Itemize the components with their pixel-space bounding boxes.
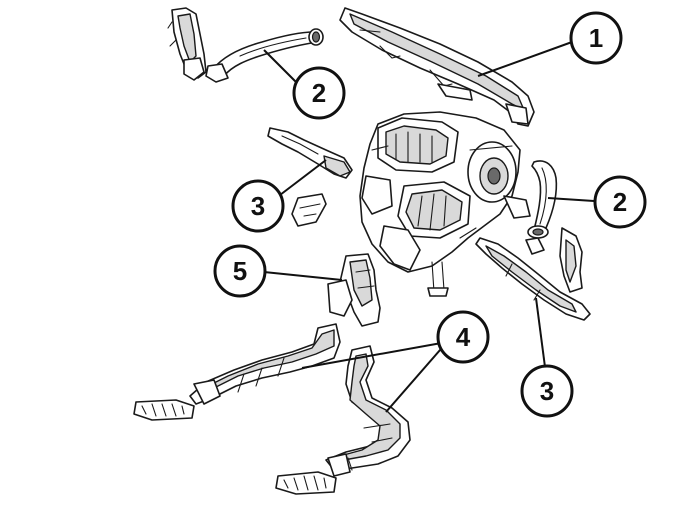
callout-1: 1 [569, 11, 623, 65]
callout-1-label: 1 [589, 23, 603, 53]
floor-outlet-center [275, 471, 337, 495]
callout-2-left: 2 [292, 66, 346, 120]
rear-floor-duct-right [475, 237, 591, 321]
small-duct-left [267, 127, 353, 227]
callout-5-label: 5 [233, 256, 247, 286]
callout-5: 5 [213, 244, 267, 298]
callout-3-left-label: 3 [251, 191, 265, 221]
defroster-duct [339, 7, 535, 127]
callout-3-right-label: 3 [540, 376, 554, 406]
callout-2-right: 2 [593, 175, 647, 229]
hvac-main-unit [359, 111, 531, 297]
callout-4: 4 [436, 310, 490, 364]
callout-2-right-label: 2 [613, 187, 627, 217]
callout-3-right: 3 [520, 364, 574, 418]
air-hose-left [205, 28, 324, 83]
floor-duct-left [189, 323, 341, 405]
callout-2-left-label: 2 [312, 78, 326, 108]
leader-lines [263, 41, 595, 413]
air-hose-right [525, 160, 558, 255]
floor-outlet-left [133, 399, 195, 421]
center-connector-duct [327, 253, 381, 327]
callout-4-label: 4 [456, 322, 471, 352]
callout-3-left: 3 [231, 179, 285, 233]
side-vent-duct-left [167, 7, 207, 81]
floor-duct-center [325, 345, 411, 477]
side-vent-right [559, 227, 583, 293]
